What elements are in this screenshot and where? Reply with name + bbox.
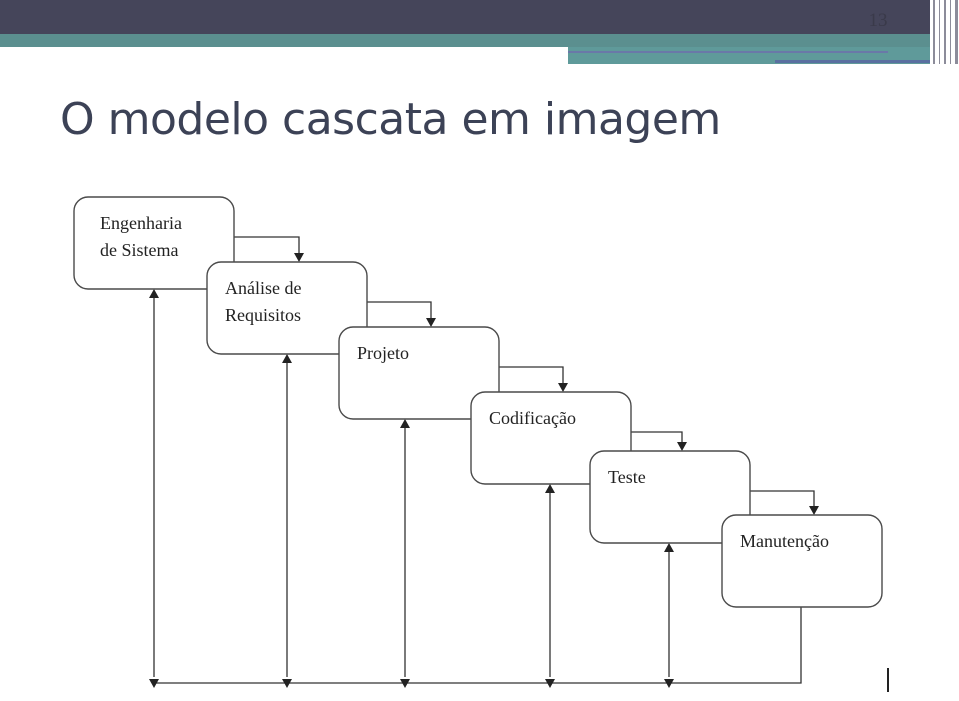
arrowhead-up-icon <box>282 354 292 363</box>
stage-box: Projeto <box>338 326 500 420</box>
arrowhead-up-icon <box>400 419 410 428</box>
arrowhead-down-icon <box>677 442 687 451</box>
arrowhead-down-icon <box>809 506 819 515</box>
arrowhead-down-icon <box>558 383 568 392</box>
header-band <box>0 0 959 34</box>
stage-label: Codificação <box>489 408 576 428</box>
header-rule-short <box>775 60 940 63</box>
feedback-baseline <box>154 607 802 684</box>
header-rule <box>568 51 888 53</box>
arrowhead-down-icon <box>400 679 410 688</box>
arrowhead-down-icon <box>294 253 304 262</box>
stage-label: Projeto <box>357 343 409 363</box>
stage-connector <box>234 236 300 255</box>
stage-label: Requisitos <box>225 305 301 325</box>
arrowhead-up-icon <box>149 289 159 298</box>
arrowhead-down-icon <box>149 679 159 688</box>
stage-label: Engenharia <box>100 213 182 233</box>
feedback-arrows <box>149 289 802 688</box>
stage-label: de Sistema <box>100 240 179 260</box>
stage-box: Teste <box>589 450 751 544</box>
header-stripe <box>0 34 930 47</box>
arrowhead-down-icon <box>426 318 436 327</box>
stage-box: Engenharia de Sistema <box>73 196 235 290</box>
arrowhead-down-icon <box>545 679 555 688</box>
stage-connector <box>367 301 432 320</box>
page-title: O modelo cascata em imagem <box>60 94 721 145</box>
stage-connectors <box>234 236 819 515</box>
page-number: 13 <box>868 10 888 31</box>
stage-connector <box>499 366 564 385</box>
stage-box: Análise de Requisitos <box>206 261 368 355</box>
stage-connector <box>750 490 815 508</box>
stage-label: Manutenção <box>740 531 829 551</box>
header-vertical-rules <box>930 0 959 64</box>
stage-connector <box>631 431 683 444</box>
stage-label: Análise de <box>225 278 301 298</box>
arrowhead-down-icon <box>282 679 292 688</box>
stage-box: Manutenção <box>721 514 883 608</box>
arrowhead-up-icon <box>664 543 674 552</box>
arrowhead-down-icon <box>664 679 674 688</box>
arrowhead-up-icon <box>545 484 555 493</box>
footer-mark <box>887 668 889 692</box>
stage-label: Teste <box>608 467 646 487</box>
